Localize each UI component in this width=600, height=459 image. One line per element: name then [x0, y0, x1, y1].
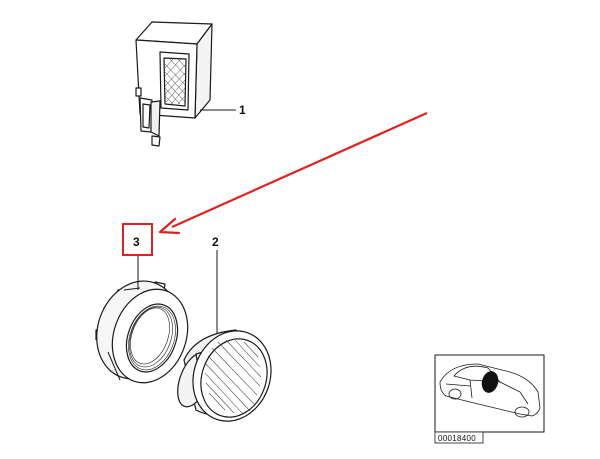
location-marker	[481, 371, 499, 393]
callout-label-1: 1	[239, 103, 246, 117]
callout-label-2: 2	[212, 235, 219, 249]
sensor-module-drawing	[135, 21, 213, 147]
catalog-code: 00018400	[438, 434, 476, 443]
threaded-ring-drawing	[95, 280, 189, 384]
grille-cap-drawing	[177, 329, 272, 422]
leader-lines	[137, 109, 236, 334]
catalog-code-box	[434, 431, 484, 444]
highlight-box	[122, 223, 153, 256]
highlight-arrow	[158, 111, 428, 235]
callout-label-3: 3	[133, 235, 140, 249]
vehicle-thumbnail: 00018400	[434, 354, 545, 444]
